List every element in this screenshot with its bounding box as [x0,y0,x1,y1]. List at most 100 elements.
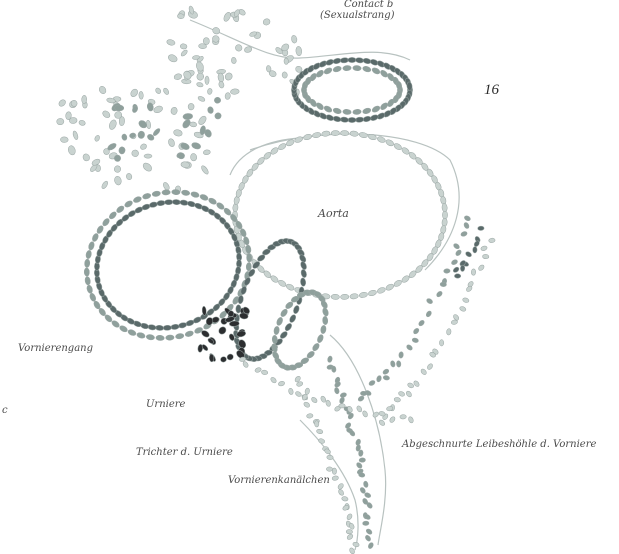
kanaelchen-cell [303,401,311,408]
contact-ring-cell [340,57,349,63]
leibeshoehle-cell [412,337,419,343]
mesenchyme-cell [137,119,148,130]
aorta-wall-cell [294,136,304,144]
mesenchyme-cell [205,76,209,85]
kanaelchen-cell [318,438,326,444]
kanaelchen-cell [306,413,313,418]
leibeshoehle-cell [460,231,468,237]
mesenchyme-cell [200,165,209,176]
urniere-ring-cell [108,211,118,221]
leibeshoehle-cell [478,226,485,231]
vornierengang-cell [220,356,227,363]
leibeshoehle-cell [463,222,470,230]
urniere-ring-cell [155,325,164,331]
urniere-ring-cell [84,268,90,277]
contact-ring-cell [371,105,381,114]
tubule-cell [284,322,293,332]
leibeshoehle-cell [406,344,414,351]
urniere-ring-cell [152,191,161,198]
urniere-ring-cell [156,335,165,341]
urniere-ring-cell [133,196,143,204]
leibeshoehle-cell [412,327,420,335]
mesenchyme-cell [101,180,109,189]
mesenchyme-cell [180,49,188,57]
urniere-ring-cell [136,332,146,339]
tubule-cell [316,334,324,344]
vornierengang-cell [217,325,227,335]
mesenchyme-cell [98,85,107,95]
mesenchyme-cell [234,44,243,53]
leibeshoehle-cell [360,391,366,396]
kanaelchen-cell [365,528,373,535]
aorta-wall-cell [331,130,340,136]
mesenchyme-cell [162,87,169,95]
mesenchyme-cell [291,35,298,44]
kanaelchen-cell [339,403,346,408]
mesenchyme-cell [282,72,288,79]
tubule-cell [276,317,284,327]
contact-ring-cell [353,65,362,71]
aorta-wall-cell [376,286,386,294]
urniere-ring-cell [86,284,93,294]
contact-ring-cell [353,109,362,115]
leibeshoehle-cell [473,247,478,254]
figure-number: 16 [484,83,499,98]
aorta-wall-cell [321,131,330,137]
mesenchyme-cell [167,138,175,148]
leibeshoehle-cell [426,298,434,305]
urniere-ring-cell [208,197,218,206]
contact-ring-cell [355,117,364,123]
urniere-ring-cell [175,333,184,340]
label-abgeschnurte: Abgeschnurte Leibeshöhle d. Vorniere [402,440,596,450]
mesenchyme-cell [82,95,87,104]
mesenchyme-cell [173,73,182,81]
mesenchyme-cell [188,103,194,110]
mesenchyme-cell [114,175,123,185]
kanaelchen-cell [327,356,333,363]
kanaelchen-cell [363,481,369,488]
urniere-ring-cell [149,201,158,208]
kanaelchen-cell [310,396,318,404]
leibeshoehle-cell [460,265,465,272]
kanaelchen-cell [364,534,371,542]
kanaelchen-cell [389,416,396,424]
tubule-cell [279,330,289,340]
kanaelchen-cell [346,513,353,521]
contact-ring-cell [348,117,356,122]
leibeshoehle-cell [378,419,386,427]
leibeshoehle-cell [477,264,485,272]
mesenchyme-cell [183,113,193,120]
mesenchyme-cell [72,130,79,140]
urniere-ring-cell [91,233,99,243]
mesenchyme-cell [231,57,237,64]
tubule-cell [292,305,300,315]
urniere-ring-cell [146,334,155,341]
vornierengang-cell [209,354,214,362]
label-contact: Contact b [344,0,393,10]
mesenchyme-cell [218,81,225,89]
mesenchyme-cell [166,39,176,47]
kanaelchen-cell [367,542,374,550]
leibeshoehle-cell [396,360,401,367]
vornierengang-cell [226,353,234,361]
aorta-wall-cell [277,279,287,288]
aorta-wall-cell [350,293,359,299]
kanaelchen-cell [334,387,340,394]
kanaelchen-cell [358,472,365,478]
kanaelchen-cell [332,468,337,474]
kanaelchen-cell [288,388,294,395]
leibeshoehle-cell [376,375,382,382]
mesenchyme-cell [153,105,164,114]
urniere-ring-cell [164,199,173,204]
leibeshoehle-cell [382,368,390,375]
mesenchyme-cell [207,106,214,114]
mesenchyme-cell [214,97,221,103]
tubule-cell [311,342,320,352]
leibeshoehle-cell [465,251,473,258]
tubule-cell [279,308,288,318]
mesenchyme-cell [190,153,197,161]
leibeshoehle-cell [451,259,459,266]
urniere-ring-cell [166,335,175,341]
mesenchyme-cell [131,150,138,157]
urniere-ring-cell [127,329,137,337]
